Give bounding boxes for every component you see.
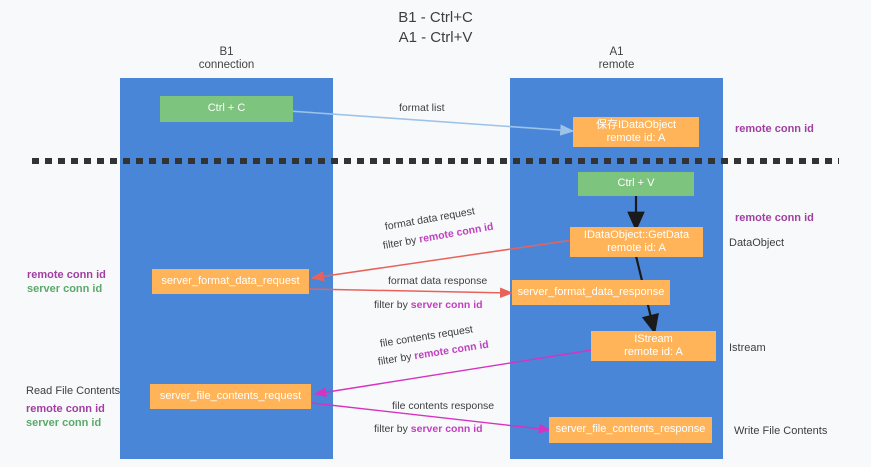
box-save-idataobject-line1: 保存IDataObject [595, 118, 677, 131]
box-istream[interactable]: IStream remote id: A [591, 331, 716, 361]
column-header-b1-name: B1 [219, 46, 234, 58]
label-remote-conn-id-mid: remote conn id [735, 212, 814, 224]
connector-format-data-response [307, 287, 514, 299]
box-server-file-contents-response-label: server_file_contents_response [555, 423, 706, 436]
arrowlabel-filter-by-server-conn-id-1: filter by server conn id [374, 298, 483, 312]
label-dataobject: DataObject [729, 237, 785, 249]
label-left-server-conn-id-2: server conn id [26, 417, 102, 429]
filter-value-server-conn-id-1: server conn id [410, 299, 483, 311]
filter-prefix-1: filter by [381, 233, 421, 252]
filter-prefix-3: filter by [377, 350, 416, 368]
arrowlabel-filter-by-server-conn-id-2: filter by server conn id [374, 422, 483, 436]
box-istream-line1: IStream [634, 332, 673, 345]
label-remote-conn-id-top: remote conn id [735, 123, 814, 135]
box-ctrl-v[interactable]: Ctrl + V [578, 172, 694, 196]
box-server-file-contents-request[interactable]: server_file_contents_request [150, 384, 311, 409]
box-server-format-data-response-label: server_format_data_response [517, 285, 665, 298]
label-left-remote-conn-id-2: remote conn id [26, 403, 105, 415]
box-save-idataobject[interactable]: 保存IDataObject remote id: A [573, 117, 699, 147]
label-read-file-contents: Read File Contents [26, 385, 121, 397]
phase-divider [32, 158, 839, 164]
label-left-server-conn-id: server conn id [27, 283, 103, 295]
box-server-file-contents-request-label: server_file_contents_request [159, 389, 302, 402]
column-header-a1-name: A1 [609, 46, 624, 58]
box-ctrl-v-label: Ctrl + V [617, 177, 655, 190]
box-getdata-line2: remote id: A [607, 242, 666, 254]
filter-prefix-4: filter by [374, 423, 411, 435]
box-ctrl-c-label: Ctrl + C [207, 102, 246, 115]
column-header-b1: B1 connection [120, 46, 333, 72]
arrowlabel-format-list: format list [399, 102, 445, 114]
box-istream-line2: remote id: A [624, 346, 683, 358]
column-header-b1-role: connection [198, 59, 255, 71]
box-idataobject-getdata[interactable]: IDataObject::GetData remote id: A [570, 227, 703, 257]
diagram-title: B1 - Ctrl+C A1 - Ctrl+V [0, 8, 871, 48]
label-left-remote-conn-id: remote conn id [27, 269, 106, 281]
column-header-a1-role: remote [598, 59, 635, 71]
column-header-a1: A1 remote [510, 46, 723, 72]
label-write-file-contents: Write File Contents [734, 425, 828, 437]
label-istream: Istream [729, 342, 766, 354]
box-save-idataobject-line2: remote id: A [606, 132, 666, 144]
box-getdata-line1: IDataObject::GetData [583, 228, 690, 241]
filter-value-server-conn-id-2: server conn id [410, 423, 483, 435]
title-line-2: A1 - Ctrl+V [398, 29, 473, 46]
box-server-format-data-response[interactable]: server_format_data_response [512, 280, 670, 305]
box-server-format-data-request-label: server_format_data_request [161, 274, 300, 287]
arrowlabel-format-data-response: format data response [388, 275, 488, 287]
box-server-format-data-request[interactable]: server_format_data_request [152, 269, 309, 294]
arrowlabel-file-contents-response: file contents response [392, 400, 495, 412]
box-ctrl-c[interactable]: Ctrl + C [160, 96, 293, 122]
title-line-1: B1 - Ctrl+C [398, 9, 473, 26]
filter-prefix-2: filter by [374, 299, 411, 311]
box-server-file-contents-response[interactable]: server_file_contents_response [549, 417, 712, 443]
